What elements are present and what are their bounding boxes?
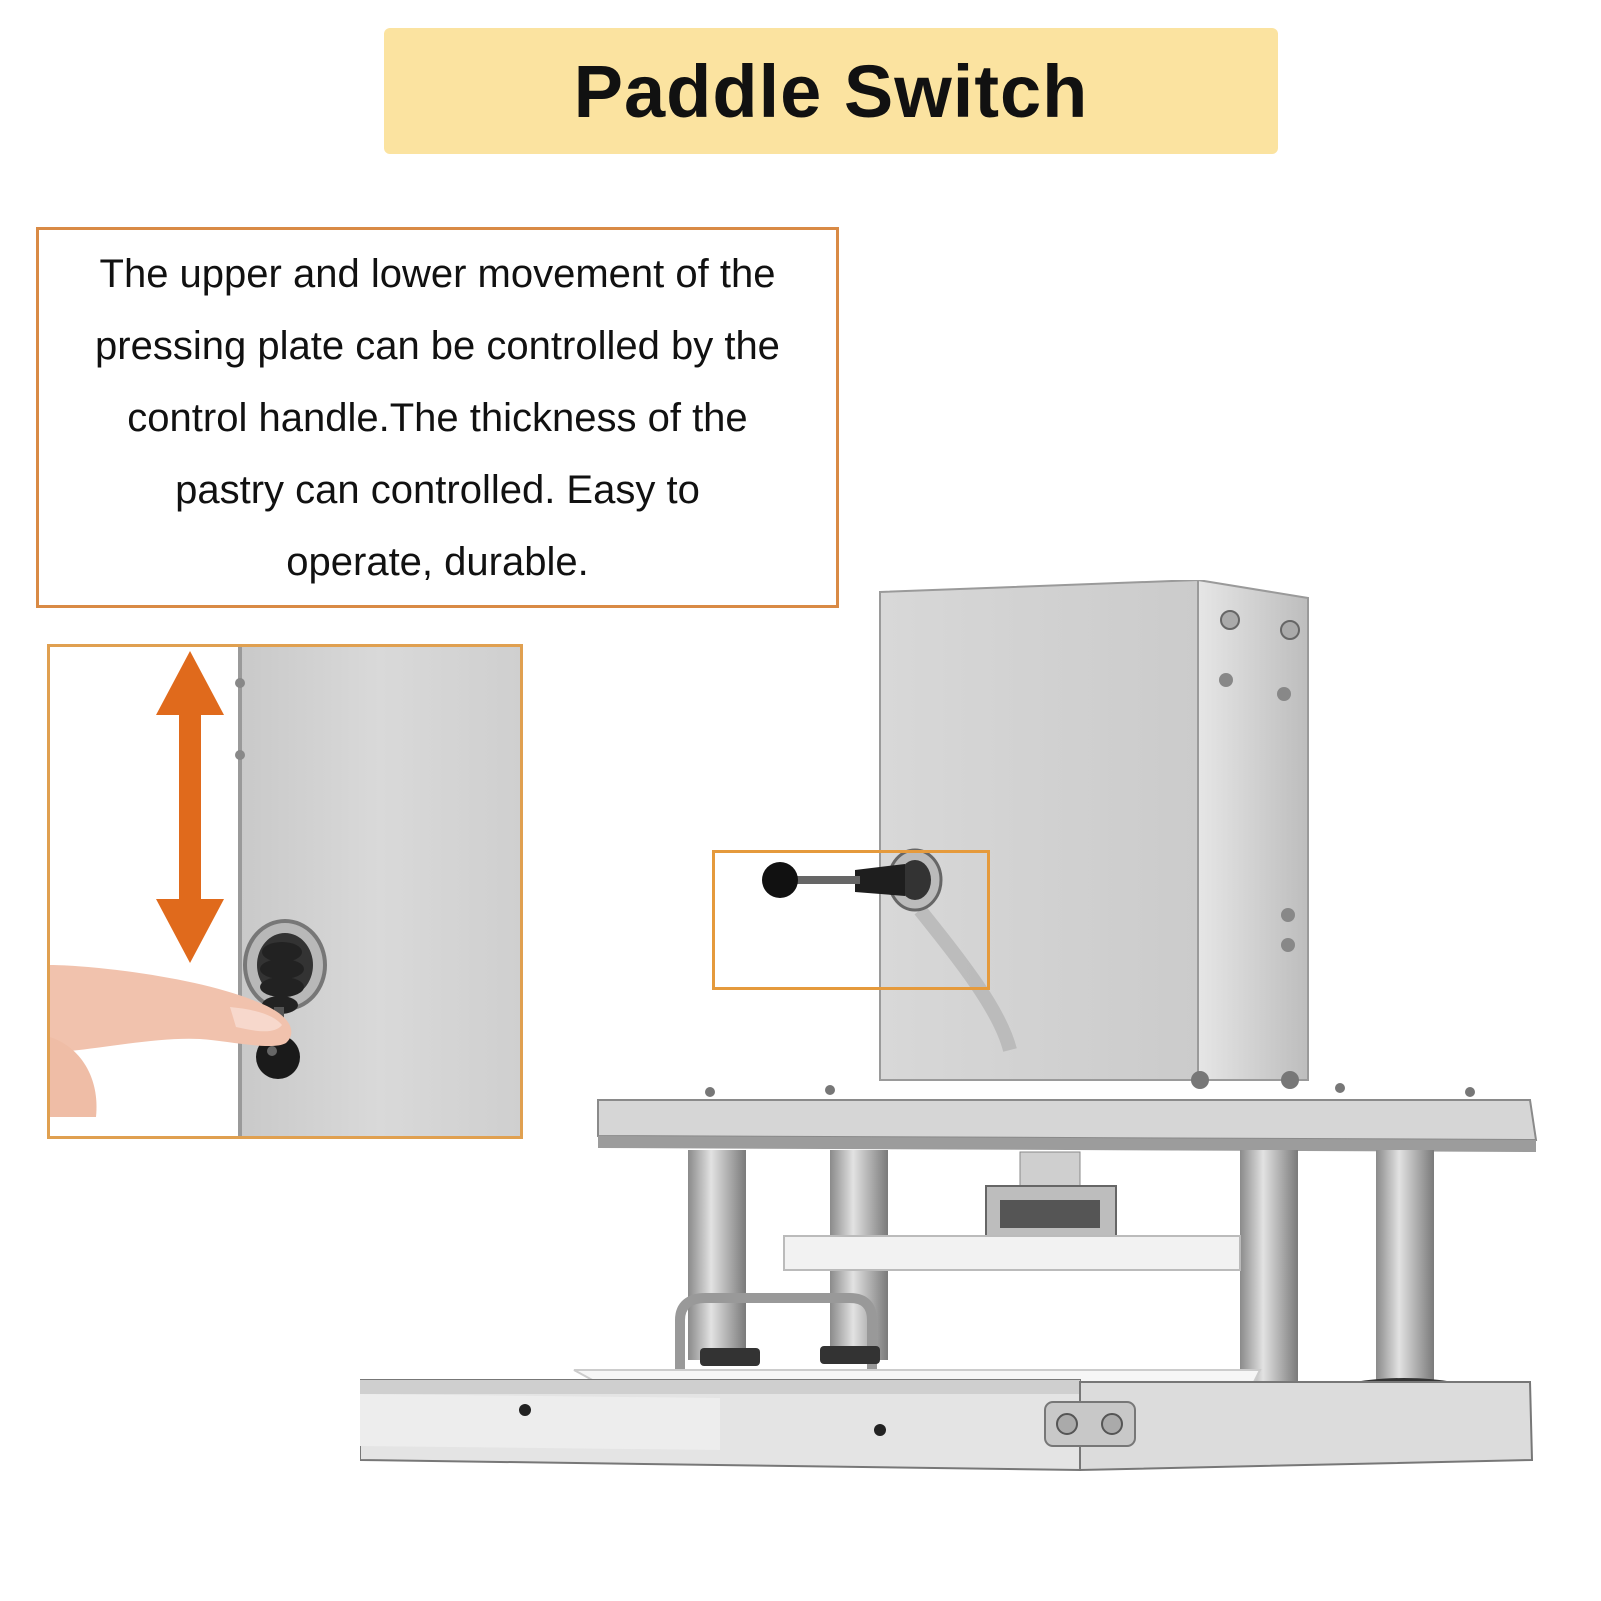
description-line: The upper and lower movement of the [99, 251, 776, 296]
paddle-switch [762, 848, 943, 912]
pillar [1376, 1150, 1434, 1380]
description-line: operate, durable. [286, 539, 589, 584]
description-text: The upper and lower movement of the pres… [95, 238, 780, 598]
pastry-press-photo [359, 578, 1601, 1580]
closeup-illustration [50, 647, 520, 1136]
closeup-photo [47, 644, 523, 1139]
tray-handle [675, 1293, 877, 1370]
motor-box [879, 578, 1199, 1081]
pastry-press-illustration [359, 578, 1538, 1472]
description-line: pressing plate can be controlled by the [95, 323, 780, 368]
pillar [688, 1150, 746, 1360]
top-plate [597, 1099, 1538, 1142]
description-box: The upper and lower movement of the pres… [36, 227, 839, 608]
pressing-plate [783, 1235, 1241, 1271]
description-line: pastry can controlled. Easy to [175, 467, 700, 512]
description-line: control handle.The thickness of the [127, 395, 748, 440]
page-title: Paddle Switch [573, 49, 1089, 133]
title-banner: Paddle Switch [384, 28, 1278, 154]
up-down-arrow-icon [156, 651, 224, 963]
pillar [1240, 1150, 1298, 1400]
switch-callout-box [712, 850, 990, 990]
finger [50, 965, 292, 1117]
